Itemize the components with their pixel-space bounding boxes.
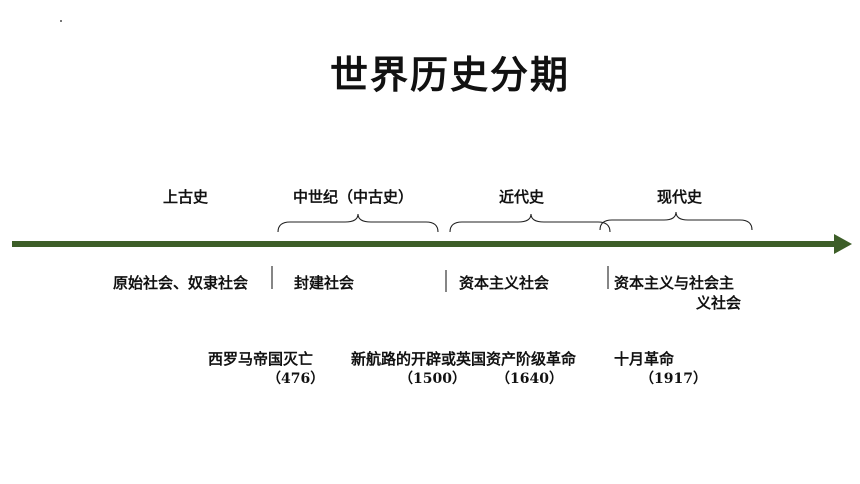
timeline-arrowhead (834, 234, 852, 254)
page-title: 世界历史分期 (329, 52, 570, 97)
society-primitive-slave: 原始社会、奴隶社会 (113, 274, 249, 292)
society-capitalist-socialist-line1: 资本主义与社会主 (614, 274, 735, 292)
corner-dot (60, 20, 62, 22)
timeline-bar (12, 241, 838, 247)
society-capitalist: 资本主义社会 (459, 274, 550, 292)
period-contemporary: 现代史 (657, 188, 703, 206)
year-1917: （1917） (640, 371, 707, 387)
year-1500: （1500） (399, 371, 466, 387)
society-feudal: 封建社会 (294, 274, 355, 292)
society-capitalist-socialist-line2: 义社会 (696, 294, 742, 312)
event-new-route-or-english-revolution: 新航路的开辟或英国资产阶级革命 (351, 350, 577, 368)
brace-contemporary (599, 211, 753, 231)
year-476: （476） (267, 371, 325, 387)
period-ancient: 上古史 (163, 188, 209, 206)
brace-modern-early (449, 213, 611, 233)
year-1640: （1640） (496, 371, 563, 387)
period-medieval: 中世纪（中古史） (293, 188, 414, 206)
event-fall-of-rome: 西罗马帝国灭亡 (208, 350, 314, 368)
period-modern-early: 近代史 (499, 188, 545, 206)
event-october-revolution: 十月革命 (614, 350, 675, 368)
brace-medieval (277, 213, 439, 233)
